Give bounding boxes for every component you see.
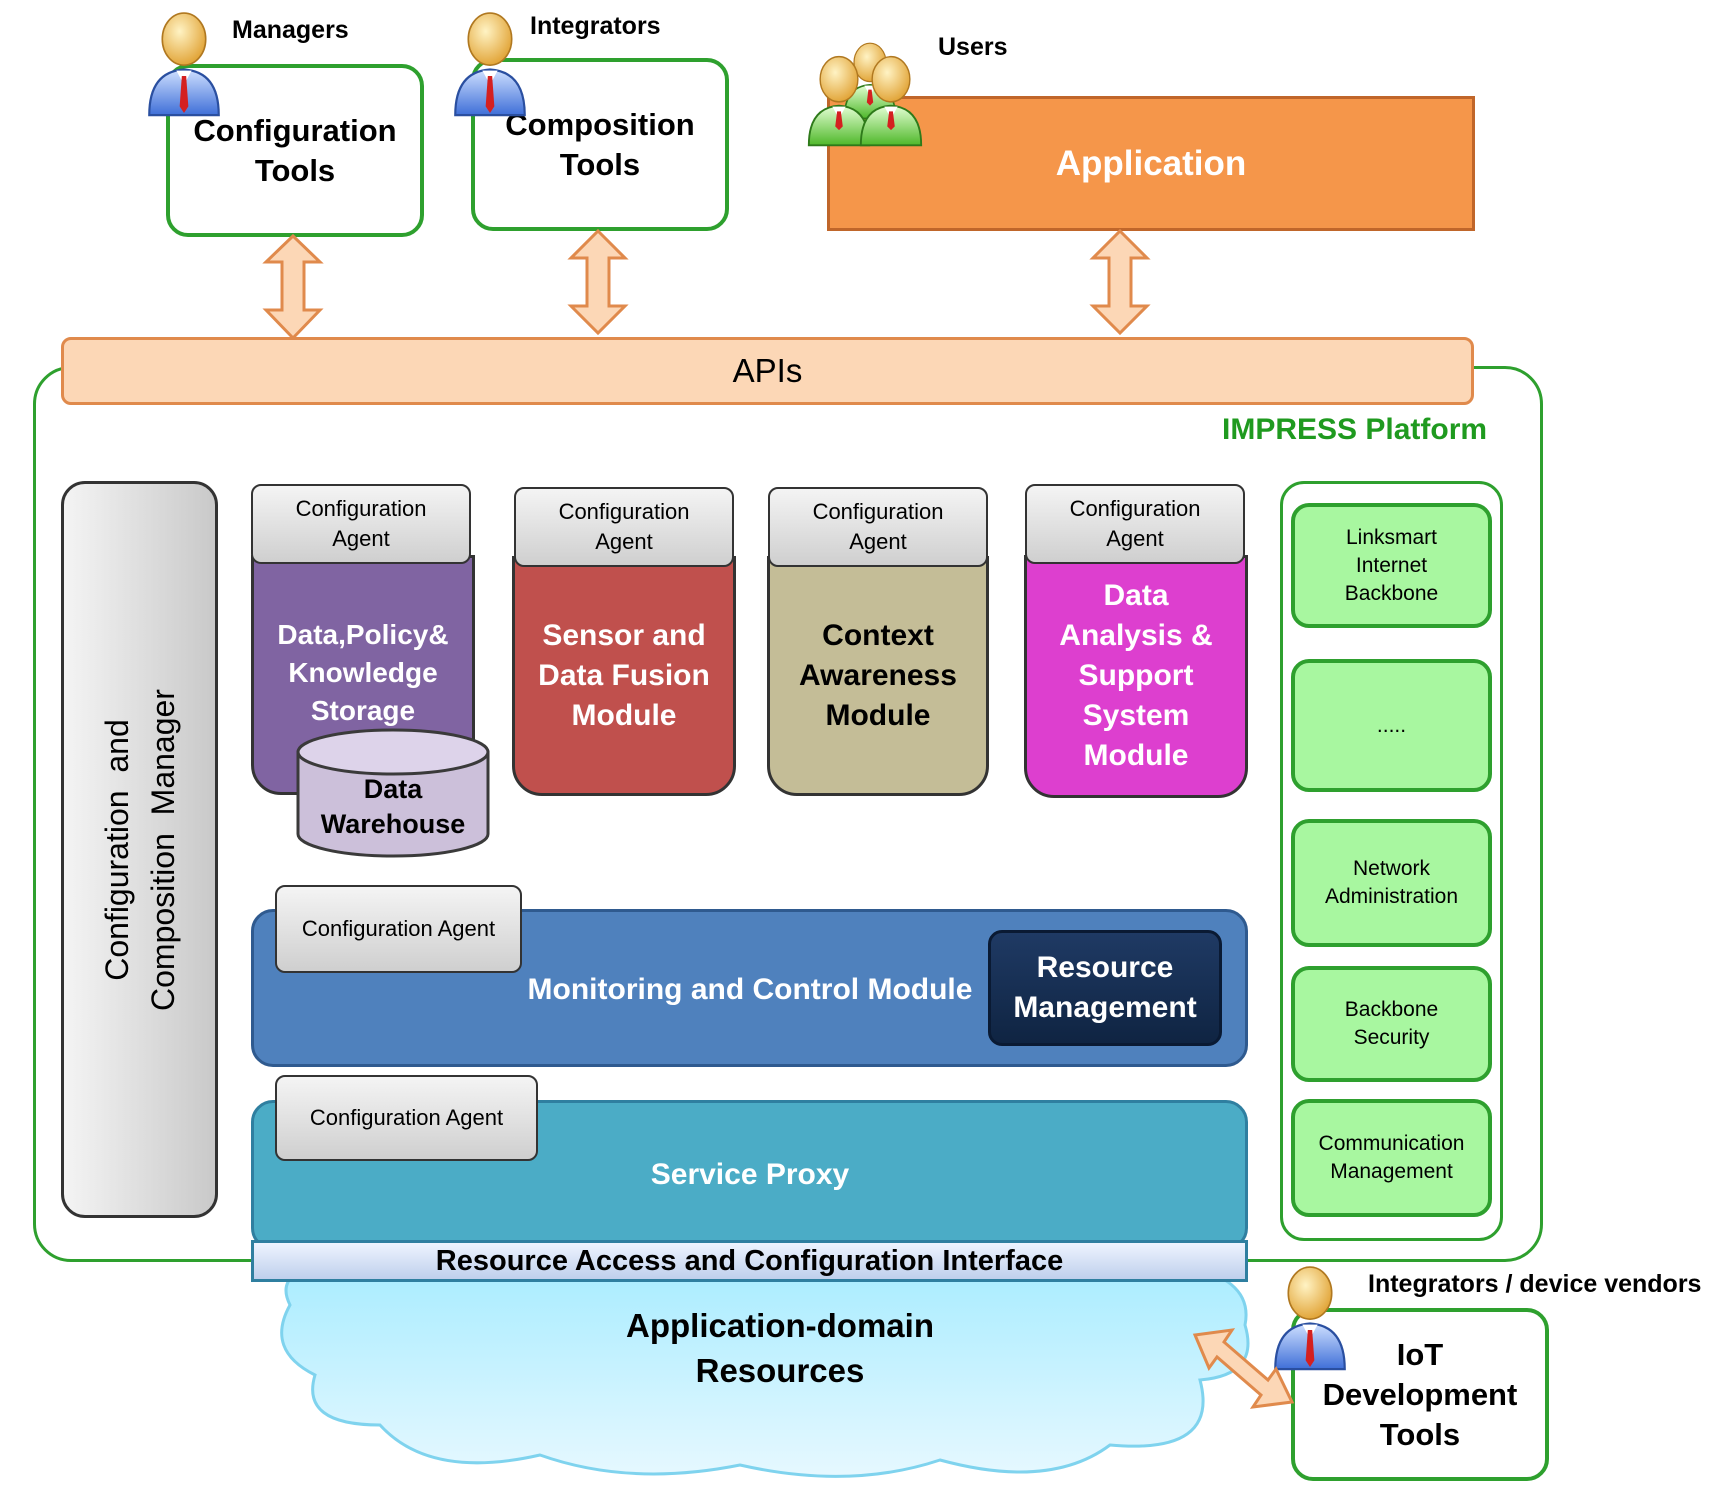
monitoring-agent-label: Configuration Agent [301,916,496,941]
right-box-4-label: Backbone Security [1344,998,1439,1049]
service-proxy-label: Service Proxy [650,1158,850,1191]
apis-label: APIs [732,352,803,389]
module-4-label: Data Analysis & Support System Module [1059,579,1213,772]
resource-management-label: Resource Management [1013,951,1197,1024]
right-services-rail [1280,481,1503,1241]
agent-2-label: Configuration Agent [558,499,690,554]
application-box[interactable]: Application [827,96,1475,231]
data-warehouse-cylinder[interactable] [296,728,490,860]
resource-management-box[interactable]: Resource Management [988,930,1222,1046]
monitoring-label: Monitoring and Control Module [527,973,973,1006]
network-administration-box[interactable]: Network Administration [1291,819,1492,947]
arrow-integrators-apis [567,228,629,336]
iot-integrators-label: Integrators / device vendors [1368,1270,1702,1298]
cloud-label: Application-domain Resources [626,1307,934,1389]
iot-tools-label: IoT Development Tools [1322,1336,1518,1452]
sensor-data-fusion-module[interactable]: Sensor and Data Fusion Module [512,556,736,796]
configuration-agent-2[interactable]: Configuration Agent [514,487,734,567]
linksmart-internet-backbone-box[interactable]: Linksmart Internet Backbone [1291,503,1492,628]
agent-3-label: Configuration Agent [812,499,944,554]
composition-tools-label: Composition Tools [505,106,695,182]
right-box-5-label: Communication Management [1318,1132,1465,1183]
integrators-label: Integrators [530,12,661,40]
right-box-1-label: Linksmart Internet Backbone [1344,525,1439,605]
arrow-application-apis [1089,228,1151,336]
application-label: Application [1055,143,1247,183]
arrow-managers-apis [262,233,324,341]
platform-label: IMPRESS Platform [1222,413,1488,446]
users-label: Users [938,33,1008,61]
context-awareness-module[interactable]: Context Awareness Module [767,556,989,796]
configuration-agent-1[interactable]: Configuration Agent [251,484,471,564]
managers-label: Managers [232,16,349,44]
configuration-tools-label: Configuration Tools [193,112,397,188]
right-box-2-label: ..... [1376,713,1407,737]
right-box-3-label: Network Administration [1324,857,1459,908]
data-warehouse-label: Data Warehouse [320,774,466,839]
agent-1-label: Configuration Agent [295,496,427,551]
backbone-security-box[interactable]: Backbone Security [1291,966,1492,1082]
ccm-label: Configuration and Composition Manager [98,688,181,1011]
ellipsis-box[interactable]: ..... [1291,659,1492,792]
resource-access-configuration-interface[interactable]: Resource Access and Configuration Interf… [251,1240,1248,1282]
data-analysis-support-system-module[interactable]: Data Analysis & Support System Module [1024,555,1248,798]
configuration-agent-4[interactable]: Configuration Agent [1025,484,1245,564]
monitoring-configuration-agent[interactable]: Configuration Agent [275,885,522,973]
communication-management-box[interactable]: Communication Management [1291,1099,1492,1217]
module-2-label: Sensor and Data Fusion Module [538,619,710,732]
resources-cloud [280,1261,1250,1478]
service-proxy-agent-label: Configuration Agent [309,1105,504,1130]
arrow-iot-cloud [1192,1328,1295,1409]
module-3-label: Context Awareness Module [799,619,957,732]
module-1-label: Data,Policy& Knowledge Storage [277,619,449,726]
apis-bar[interactable]: APIs [61,337,1474,405]
service-proxy-configuration-agent[interactable]: Configuration Agent [275,1075,538,1161]
racf-label: Resource Access and Configuration Interf… [435,1244,1064,1277]
agent-4-label: Configuration Agent [1069,496,1201,551]
configuration-composition-manager[interactable]: Configuration and Composition Manager [61,481,218,1218]
configuration-agent-3[interactable]: Configuration Agent [768,487,988,567]
